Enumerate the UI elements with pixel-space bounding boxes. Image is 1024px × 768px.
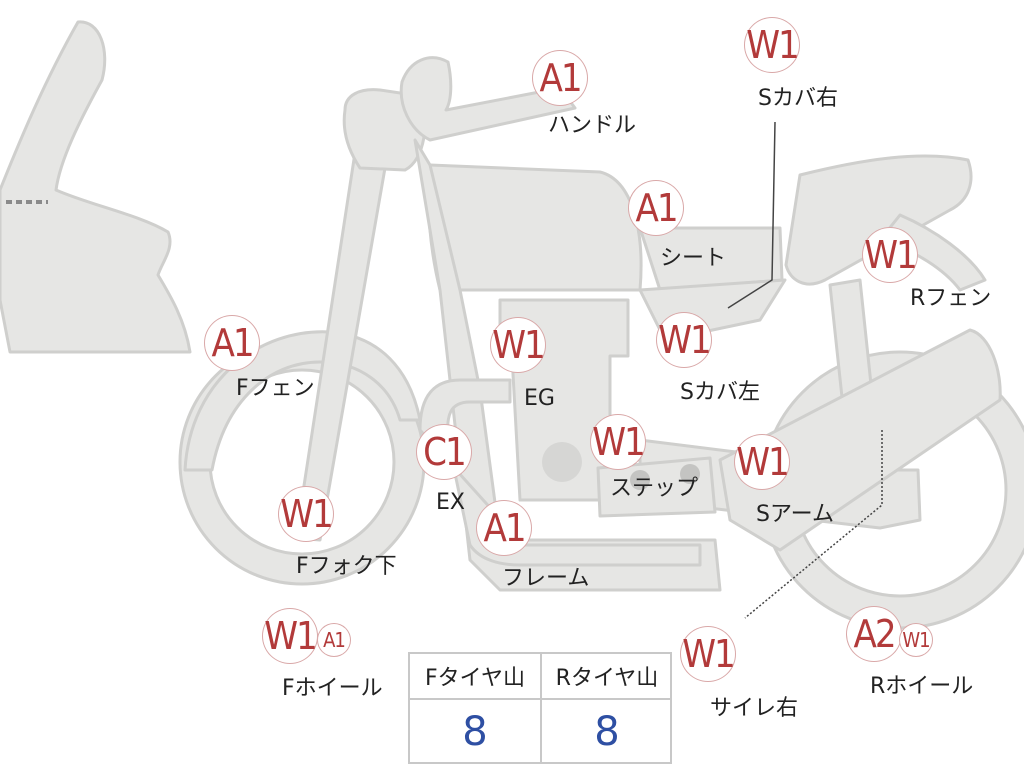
rear-wheel-grade-badge: A2 (847, 607, 901, 661)
leader-muffler-right (744, 430, 883, 619)
frame-label: フレーム (502, 566, 590, 591)
handlebar-shape (399, 56, 577, 142)
rear-wheel-2-grade-badge: W1 (900, 624, 932, 656)
muffler-right-label: サイレ右 (710, 696, 799, 721)
exhaust-label: EX (436, 490, 465, 515)
engine-grade-badge: W1 (491, 318, 546, 372)
table-divider-vertical (540, 654, 542, 762)
rear-fender-label: Rフェン (910, 286, 992, 311)
tail-cowl-shape (784, 154, 973, 286)
front-wheel-label: Fホイール (282, 676, 383, 701)
step-grade-badge: W1 (591, 415, 646, 469)
handle-label: ハンドル (548, 113, 637, 138)
scover-right-label: Sカバ右 (758, 86, 838, 111)
scover-left-grade-badge: W1 (657, 313, 712, 367)
front-fork-shape (294, 118, 394, 542)
front-wheel-2-grade-badge: A1 (318, 624, 350, 656)
front-tire-header: Fタイヤ山 (425, 666, 525, 691)
exhaust-grade-badge: C1 (417, 425, 471, 479)
frame-shape (413, 138, 722, 592)
rear-tire-header: Rタイヤ山 (555, 666, 659, 691)
swingarm-label: Sアーム (756, 502, 834, 527)
front-fork-lower-grade-badge: W1 (279, 487, 334, 541)
front-fork-lower-label: Fフォク下 (296, 554, 397, 579)
rear-fender-grade-badge: W1 (863, 228, 918, 282)
swingarm-grade-badge: W1 (735, 435, 790, 489)
engine-cover (542, 442, 582, 482)
step-peg-1 (630, 470, 650, 490)
step-peg-2 (680, 464, 700, 484)
handle-grade-badge: A1 (533, 51, 587, 105)
scover-right-grade-badge: W1 (745, 18, 800, 72)
leader-scover-right (727, 121, 776, 309)
front-fender-grade-badge: A1 (205, 316, 259, 370)
tire-tread-table: Fタイヤ山 Rタイヤ山 8 8 (408, 652, 672, 764)
frame-grade-badge: A1 (477, 501, 531, 555)
step-label: ステップ (610, 476, 699, 501)
engine-label: EG (524, 386, 555, 411)
muffler-right-grade-badge: W1 (681, 627, 736, 681)
front-fender-label: Fフェン (236, 376, 315, 401)
rear-wheel-label: Rホイール (870, 674, 974, 699)
seat-label: シート (660, 246, 727, 271)
seat-grade-badge: A1 (629, 181, 683, 235)
front-tire-value: 8 (462, 709, 488, 755)
muffler-shape (718, 328, 1002, 552)
front-wheel-grade-badge: W1 (263, 609, 318, 663)
rear-tire-value: 8 (594, 709, 620, 755)
scover-left-label: Sカバ左 (680, 380, 760, 405)
fuel-tank-shape (426, 163, 643, 292)
front-cowl (0, 20, 192, 354)
